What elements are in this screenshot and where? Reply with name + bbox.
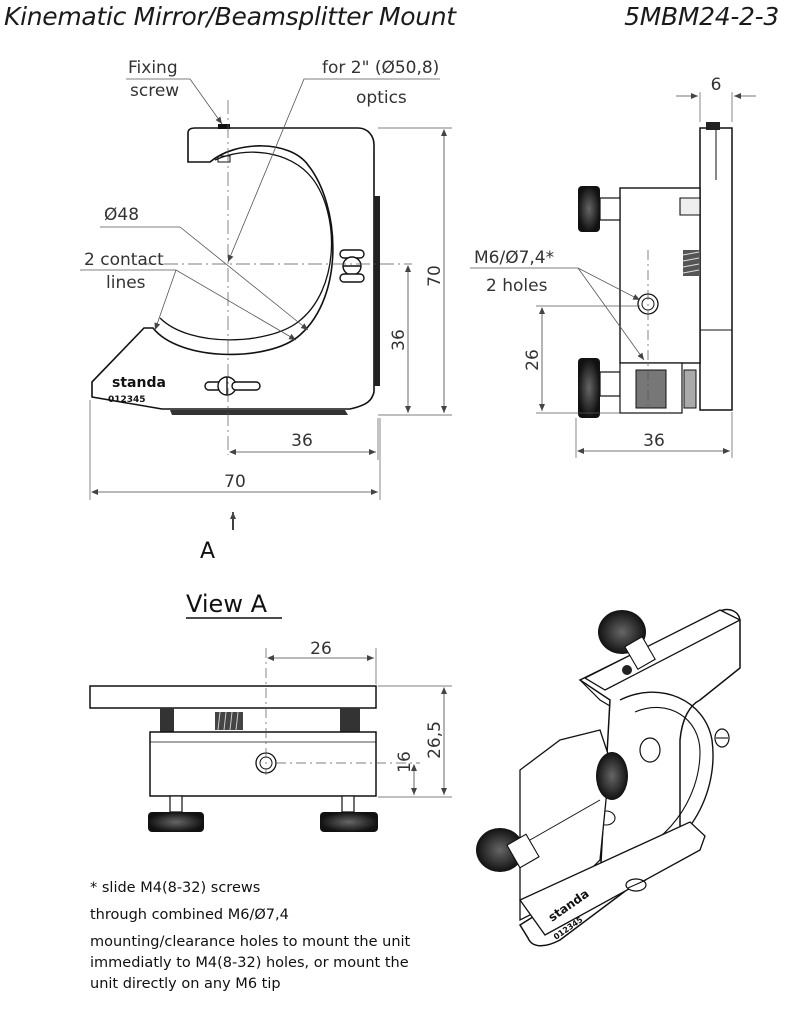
view-a: View A 26 16 26,5 xyxy=(89,590,452,832)
callout-fixing-screw-2: screw xyxy=(130,81,179,101)
view-a-plate xyxy=(89,685,377,709)
iso-knob-top-icon xyxy=(598,610,656,671)
dim-front-height: 70 xyxy=(425,265,445,287)
view-a-spring-icon xyxy=(215,711,243,731)
front-engraving-brand: standa xyxy=(112,375,166,391)
callout-diameter: Ø48 xyxy=(104,205,139,225)
iso-view: standa 012345 xyxy=(476,608,742,947)
front-base-edge xyxy=(170,410,348,415)
iso-knob-bottom-icon xyxy=(476,828,540,872)
front-engraving-serial: 012345 xyxy=(108,395,146,405)
model-number: 5MBM24-2-3 xyxy=(624,2,779,31)
iso-fixing-screw-icon xyxy=(622,665,632,675)
fixing-screw-icon xyxy=(218,124,230,129)
iso-slot-screw-right-icon xyxy=(714,728,730,748)
front-bore-inner xyxy=(159,151,333,341)
notes: * slide M4(8-32) screws through combined… xyxy=(90,878,420,1001)
note-line-2: through combined M6/Ø7,4 xyxy=(90,907,289,923)
view-a-knob-right-icon xyxy=(320,812,378,832)
iso-slot-screw-bottom-icon xyxy=(625,878,647,892)
dim-front-center-offset: 36 xyxy=(291,431,313,451)
view-a-title: View A xyxy=(186,590,268,618)
front-view: standa 012345 Fixing screw for 2" (Ø50,8… xyxy=(80,58,452,564)
side-knob-top-icon xyxy=(578,186,600,232)
view-a-knob-left-icon xyxy=(148,812,204,832)
page-title: Kinematic Mirror/Beamsplitter Mount xyxy=(4,2,456,31)
note-line-3: mounting/clearance holes to mount the un… xyxy=(90,934,411,992)
dim-view-a-hole-offset: 26 xyxy=(310,639,332,659)
front-body-outline xyxy=(91,127,375,410)
dim-front-width: 70 xyxy=(224,472,246,492)
fixing-screw-slot xyxy=(217,155,231,163)
side-spring-icon xyxy=(682,250,700,276)
side-knob-bottom-icon xyxy=(578,358,600,418)
dim-side-plate-thickness: 6 xyxy=(711,75,722,95)
callout-holes-2: 2 holes xyxy=(486,276,548,296)
note-line-1: * slide M4(8-32) screws xyxy=(90,880,261,896)
callout-contact-1: 2 contact xyxy=(84,250,164,270)
dim-front-center-height: 36 xyxy=(389,329,409,351)
callout-optics-2: optics xyxy=(356,88,407,108)
callout-fixing-screw-1: Fixing xyxy=(128,58,178,78)
view-arrow-label: A xyxy=(200,539,215,564)
iso-plate xyxy=(518,608,741,947)
iso-knob-middle-icon xyxy=(596,752,628,800)
callout-optics-1: for 2" (Ø50,8) xyxy=(322,58,439,78)
slot-screw-bottom-icon xyxy=(204,376,261,396)
front-side-block xyxy=(374,196,380,386)
dim-side-hole-height: 26 xyxy=(523,349,543,371)
slot-screw-right-icon xyxy=(339,249,365,283)
side-view: M6/Ø7,4* 2 holes 6 26 36 xyxy=(470,75,756,458)
dim-side-depth: 36 xyxy=(643,431,665,451)
dim-view-a-hole-height: 16 xyxy=(395,751,415,773)
dim-view-a-total-height: 26,5 xyxy=(425,721,445,759)
callout-holes-1: M6/Ø7,4* xyxy=(474,248,554,268)
callout-contact-2: lines xyxy=(106,273,146,293)
